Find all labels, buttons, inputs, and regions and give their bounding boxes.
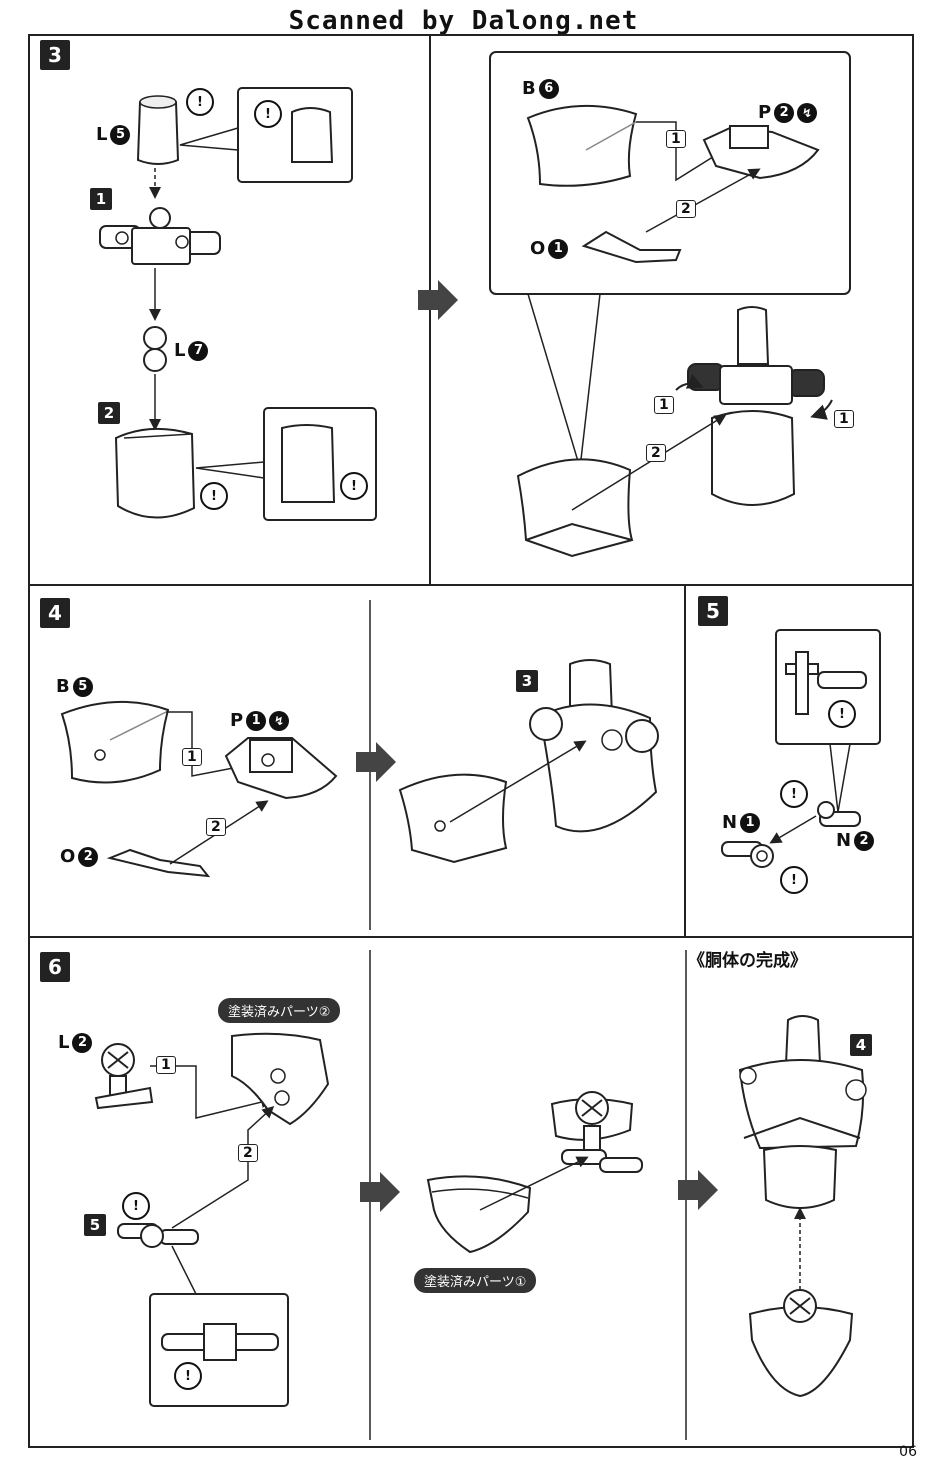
sub-label-5: 5: [84, 1214, 106, 1236]
chest-plate-step3: [516, 414, 727, 558]
chest-plate-step4: [398, 740, 587, 864]
warning-icon: !: [174, 1362, 202, 1390]
warning-icon: !: [780, 866, 808, 894]
part-b5-plate: [60, 700, 257, 784]
page-number: 06: [899, 1444, 917, 1460]
warning-icon: !: [186, 88, 214, 116]
painted-part-2-label: 塗装済みパーツ②: [218, 998, 341, 1023]
step-4-number: 4: [40, 598, 70, 628]
painted-part-2-shape: [231, 1032, 330, 1126]
assembled-torso-step3: [675, 306, 833, 506]
warning-icon: !: [828, 700, 856, 728]
part-torso-joint: [99, 207, 221, 265]
part-o2-piece: [106, 800, 269, 878]
step-3-number: 3: [40, 40, 70, 70]
sub-label-2: 2: [98, 402, 120, 424]
part-n2: [769, 801, 861, 844]
sub-label-4: 4: [850, 1034, 872, 1056]
scan-header: Scanned by Dalong.net: [288, 6, 639, 36]
warning-icon: !: [780, 780, 808, 808]
warning-icon: !: [200, 482, 228, 510]
order-mark-2: 2: [238, 1144, 258, 1162]
part-l5-cylinder: [136, 95, 180, 165]
assembled-torso-step4: [529, 659, 659, 833]
warning-icon: !: [122, 1192, 150, 1220]
order-mark-1: 1: [666, 130, 686, 148]
sub-label-1: 1: [90, 188, 112, 210]
step-arrow: [356, 742, 396, 782]
warning-icon: !: [340, 472, 368, 500]
step-5-number: 5: [698, 596, 728, 626]
painted-part-1-shape: [426, 1156, 589, 1254]
step-6-number: 6: [40, 952, 70, 982]
part-n1: [721, 841, 774, 868]
painted-part-1-label: 塗装済みパーツ①: [414, 1268, 537, 1293]
order-mark-1: 1: [182, 748, 202, 766]
order-mark-1: 1: [156, 1056, 176, 1074]
part-lower-torso: [114, 427, 196, 519]
order-mark-1: 1: [834, 410, 854, 428]
order-mark-2: 2: [646, 444, 666, 462]
waist-subassembly: [550, 1091, 643, 1173]
sub-label-3: 3: [516, 670, 538, 692]
step-arrow: [360, 1172, 400, 1212]
gate-cut-icon: ↯: [797, 102, 818, 123]
part-l7-ball: [143, 326, 167, 372]
step-arrow: [418, 280, 458, 320]
part-p1-piece: [224, 737, 338, 800]
part-5-subassembly: [117, 1105, 275, 1248]
callout-chest-assembly: [489, 51, 851, 469]
order-mark-2: 2: [676, 200, 696, 218]
gate-cut-icon: ↯: [269, 710, 290, 731]
step-arrow: [678, 1170, 718, 1210]
completion-title: 《胴体の完成》: [688, 951, 807, 971]
order-mark-1: 1: [654, 396, 674, 414]
warning-icon: !: [254, 100, 282, 128]
order-mark-2: 2: [206, 818, 226, 836]
completed-torso: [738, 1015, 867, 1398]
callout-part-5-detail: [149, 1245, 289, 1407]
